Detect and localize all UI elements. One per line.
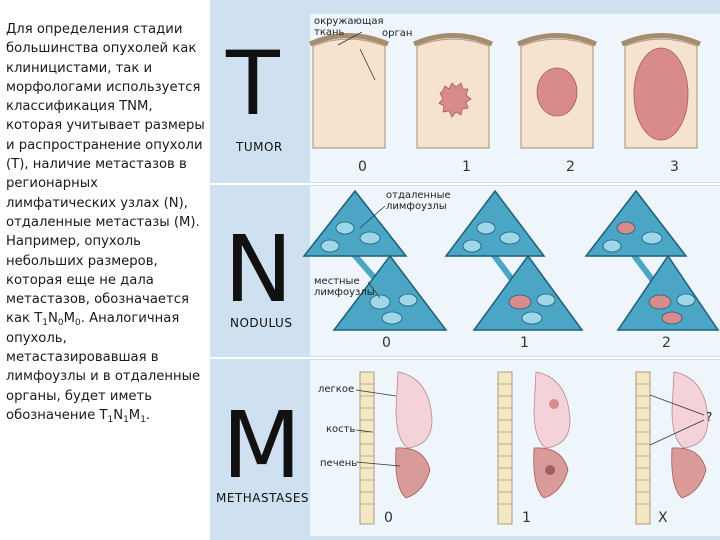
label-liver: печень <box>320 458 358 469</box>
figure-drawings <box>302 31 720 525</box>
divider <box>210 357 720 359</box>
description-text: Для определения стадии большинства опухо… <box>6 20 206 425</box>
n-stage-2-nodes <box>584 189 720 331</box>
letter: M <box>128 407 141 423</box>
t-stage-0-organ <box>308 31 389 149</box>
t-stage-2-organ <box>517 33 597 149</box>
sub: 1 <box>42 318 48 329</box>
t-stage-num: 0 <box>358 159 367 175</box>
label-bone: кость <box>326 424 356 435</box>
t-stage-3-organ <box>621 33 701 149</box>
letter: N <box>113 407 124 423</box>
m-stage-num: 1 <box>522 510 531 526</box>
m-stage-x-body <box>635 371 709 525</box>
m-stage-num: X <box>658 510 668 526</box>
sub: 1 <box>107 414 114 425</box>
sub: 1 <box>123 414 129 425</box>
punct: . <box>145 407 151 423</box>
n-stage-num: 2 <box>662 335 671 351</box>
m-caption: METHASTASES <box>216 491 310 505</box>
t-caption: TUMOR <box>236 140 283 154</box>
paragraph-example-a: Например, опухоль небольших размеров, ко… <box>6 234 189 327</box>
paragraph-tnm-intro: Для определения стадии большинства опухо… <box>6 22 205 230</box>
text-panel: Для определения стадии большинства опухо… <box>0 0 208 540</box>
sub: 1 <box>140 414 146 425</box>
m-stage-1-body <box>497 371 571 525</box>
tnm-figure: T TUMOR N NODULUS M METHASTASES <box>210 0 720 540</box>
m-stage-num: 0 <box>384 510 393 526</box>
n-stage-0-nodes <box>302 189 448 331</box>
t-stage-1-organ <box>413 33 493 149</box>
label-surrounding-tissue: окружающая ткань <box>314 16 384 38</box>
letter: M <box>63 311 75 327</box>
letter: N <box>48 311 58 327</box>
sub: 0 <box>57 318 64 329</box>
m-cell-bg <box>310 360 720 536</box>
divider <box>210 183 720 185</box>
n-stage-num: 1 <box>520 335 529 351</box>
label-lung: легкое <box>318 384 355 395</box>
n-stage-1-nodes <box>444 189 584 331</box>
paragraph-example-b: . Аналогичная опухоль, метастазировавшая… <box>6 311 201 423</box>
t-letter: T <box>226 32 280 135</box>
n-letter: N <box>224 216 293 323</box>
t-stage-num: 3 <box>670 159 679 175</box>
m-letter: M <box>222 392 302 499</box>
m-stage-0-body <box>359 371 433 525</box>
label-local-nodes: местные лимфоузлы <box>314 276 375 298</box>
label-organ: орган <box>382 28 413 39</box>
sub: 0 <box>75 318 81 329</box>
t-stage-num: 1 <box>462 159 471 175</box>
label-question: ? <box>706 410 713 424</box>
t-stage-num: 2 <box>566 159 575 175</box>
label-distant-nodes: отдаленные лимфоузлы <box>386 190 451 212</box>
n-caption: NODULUS <box>230 316 293 330</box>
n-stage-num: 0 <box>382 335 391 351</box>
